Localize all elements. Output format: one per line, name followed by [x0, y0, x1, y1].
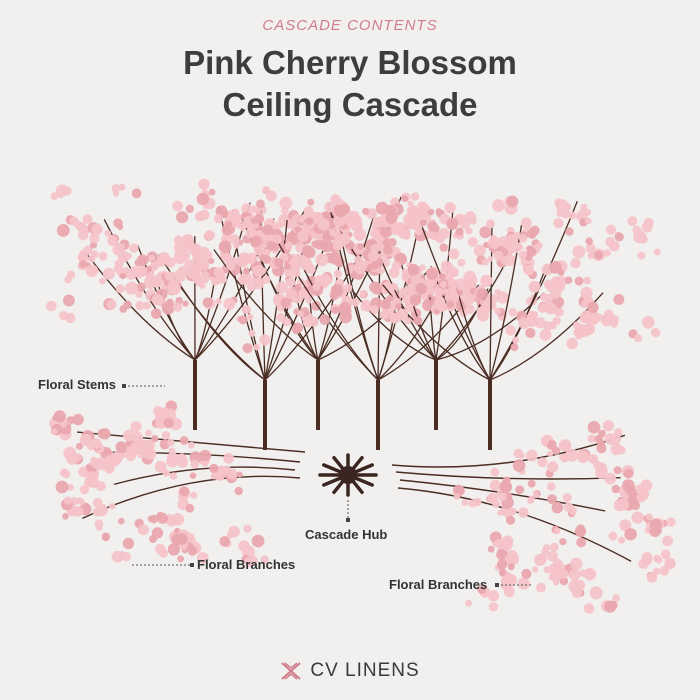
label-floral-stems: Floral Stems	[38, 377, 117, 392]
floral-stems-group	[46, 178, 661, 450]
floral-branches-right	[391, 420, 676, 614]
cv-linens-logo-icon	[280, 661, 302, 681]
page-title: Pink Cherry Blossom Ceiling Cascade	[0, 42, 700, 126]
label-floral-branches-right: Floral Branches	[389, 577, 488, 592]
leader-lines	[122, 384, 532, 587]
eyebrow-title: CASCADE CONTENTS	[262, 17, 438, 34]
floral-branches-left	[49, 400, 306, 567]
brand-name: CV LINENS	[310, 660, 420, 681]
cascade-hub	[318, 453, 378, 497]
label-floral-branches-left: Floral Branches	[197, 557, 296, 572]
title-line-2: Ceiling Cascade	[222, 86, 478, 123]
brand-footer: CV LINENS	[0, 660, 700, 682]
title-line-1: Pink Cherry Blossom	[183, 44, 517, 81]
label-cascade-hub: Cascade Hub	[305, 527, 388, 542]
